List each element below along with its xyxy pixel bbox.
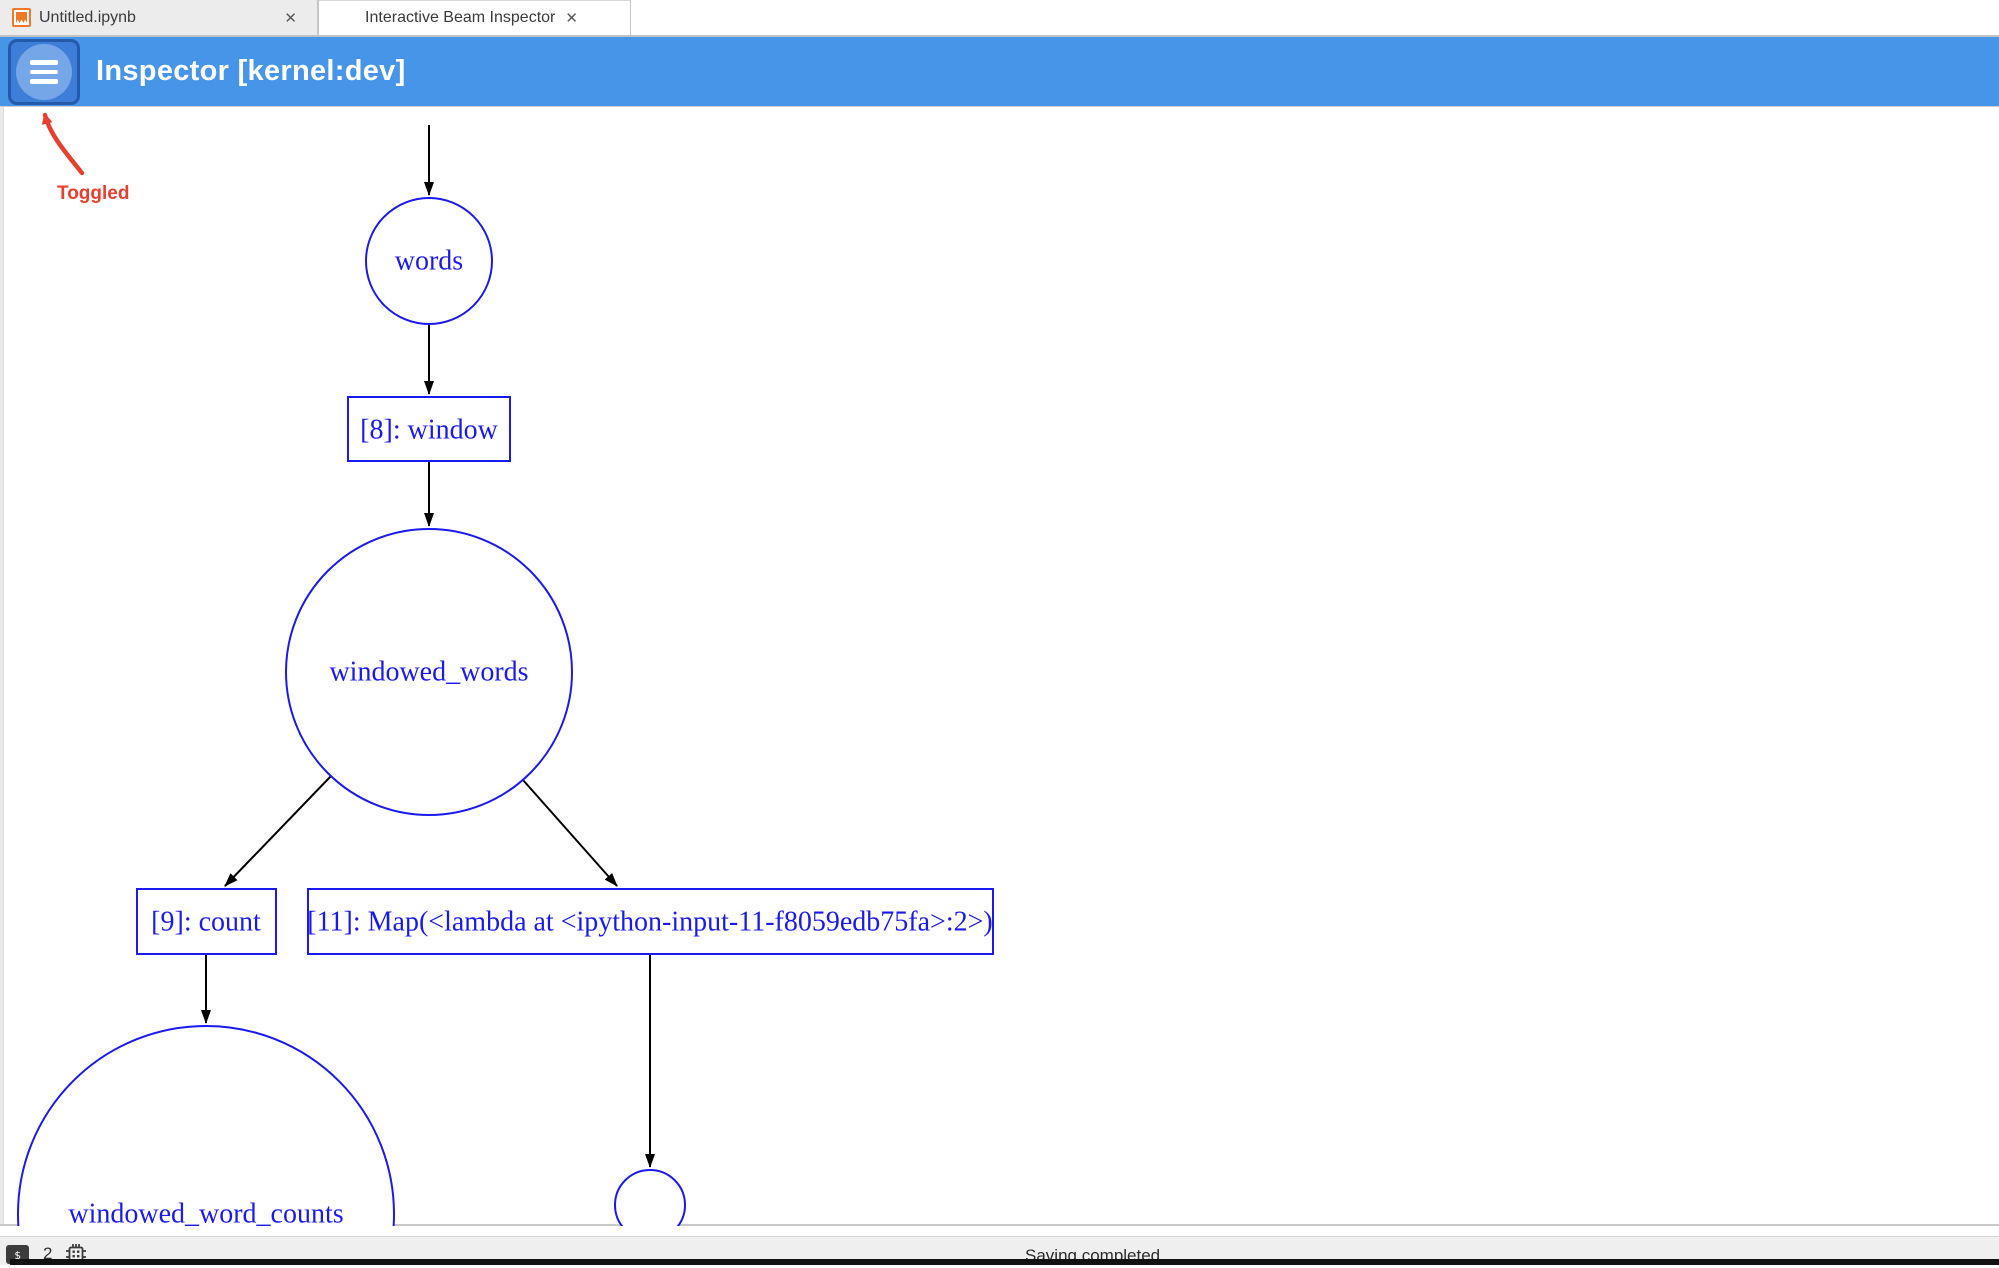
pipeline-canvas: words [8]: window windowed_words [9]: co… <box>0 107 1999 1226</box>
window-bottom-edge <box>10 1259 1999 1265</box>
graph-node-words[interactable] <box>365 197 493 325</box>
annotation-arrow <box>41 112 85 176</box>
annotation-toggled-label: Toggled <box>57 183 130 204</box>
statusbar-gap <box>0 1226 1999 1236</box>
graph-node-map[interactable] <box>307 888 994 955</box>
tab-label: Untitled.ipynb <box>39 8 136 26</box>
graph-node-windowed-words[interactable] <box>285 528 573 816</box>
graph-node-label: [11]: Map(<lambda at <ipython-input-11-f… <box>307 907 992 938</box>
pipeline-graph: words [8]: window windowed_words [9]: co… <box>17 125 994 1227</box>
graph-node-label: windowed_word_counts <box>68 1199 343 1227</box>
close-icon[interactable]: ✕ <box>565 10 578 27</box>
edge-windowed-words-to-count <box>224 775 332 887</box>
graph-node-map-output[interactable] <box>614 1169 686 1226</box>
tab-bar: Untitled.ipynb ✕ Interactive Beam Inspec… <box>0 0 1999 37</box>
window-edge <box>0 107 4 1224</box>
status-bar: $ 2 Saving co <box>0 1236 1999 1265</box>
terminal-icon[interactable]: $ <box>6 1244 29 1264</box>
graph-node-windowed-word-counts[interactable] <box>17 1025 395 1226</box>
graph-node-label: windowed_words <box>329 657 528 688</box>
close-icon[interactable]: ✕ <box>284 9 297 27</box>
tab-untitled-notebook[interactable]: Untitled.ipynb ✕ <box>0 0 318 35</box>
page-title: Inspector [kernel:dev] <box>96 55 406 87</box>
tab-interactive-beam-inspector[interactable]: Interactive Beam Inspector ✕ <box>318 0 631 35</box>
graph-node-label: words <box>395 246 463 277</box>
graph-node-count[interactable] <box>136 888 277 955</box>
terminal-symbol: $ <box>14 1248 21 1262</box>
inspector-header: Inspector [kernel:dev] <box>0 37 1999 107</box>
hamburger-icon <box>16 44 72 100</box>
graph-node-label: [9]: count <box>151 907 261 938</box>
tab-label: Interactive Beam Inspector <box>365 9 556 26</box>
graph-node-label: [8]: window <box>360 415 498 446</box>
notebook-icon <box>12 8 31 27</box>
edge-windowed-words-to-map <box>522 779 618 887</box>
graph-node-window[interactable] <box>347 396 511 462</box>
kernel-count[interactable]: 2 <box>43 1244 53 1263</box>
menu-toggle-button[interactable] <box>8 39 80 105</box>
